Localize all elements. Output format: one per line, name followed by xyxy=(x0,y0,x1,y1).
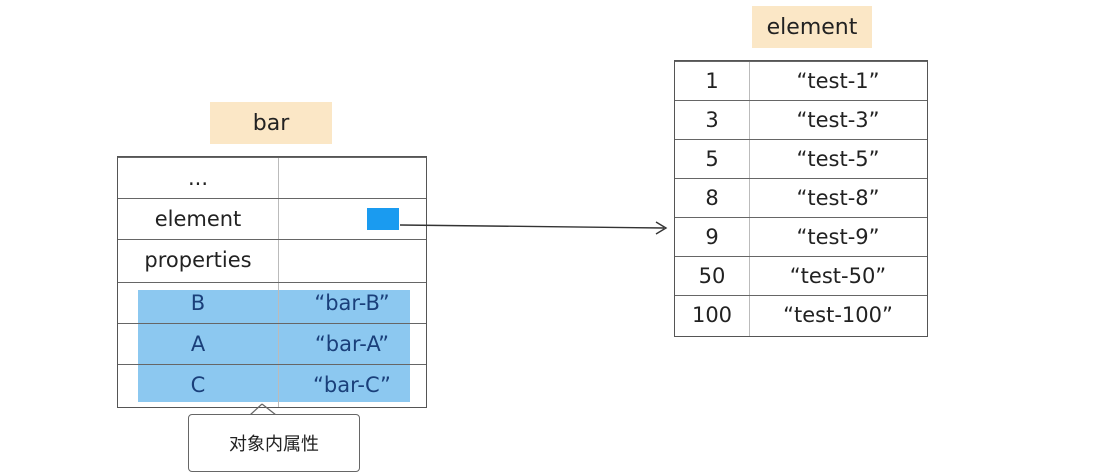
element-row-value: “test-5” xyxy=(796,147,880,171)
element-row: 5 “test-5” xyxy=(675,139,927,178)
element-row: 100 “test-100” xyxy=(675,295,927,334)
element-row-key: 3 xyxy=(705,108,719,132)
element-pointer-arrow-line xyxy=(399,224,665,229)
column-divider xyxy=(749,61,750,336)
bar-row-key: B xyxy=(190,291,206,315)
bar-row-value: “bar-A” xyxy=(314,332,390,356)
bar-row-value: “bar-C” xyxy=(313,373,391,397)
bar-row-key: element xyxy=(154,207,242,231)
element-row-key: 8 xyxy=(705,186,719,210)
arrowhead-icon xyxy=(655,221,668,235)
element-row: 9 “test-9” xyxy=(675,217,927,256)
bar-row-key: C xyxy=(190,373,206,397)
element-store-table: 1 “test-1” 3 “test-3” 5 “test-5” 8 “test… xyxy=(674,60,928,337)
bar-label-text: bar xyxy=(252,110,290,136)
element-row-value: “test-8” xyxy=(796,186,880,210)
element-row: 8 “test-8” xyxy=(675,178,927,217)
element-row: 50 “test-50” xyxy=(675,256,927,295)
bar-row-A: A “bar-A” xyxy=(118,323,426,364)
bar-row-key: ... xyxy=(187,166,209,190)
element-row-value: “test-100” xyxy=(783,303,893,327)
in-object-properties-callout: 对象内属性 xyxy=(188,414,360,472)
element-row-key: 50 xyxy=(698,264,726,288)
element-row-key: 1 xyxy=(705,69,719,93)
bar-row-ellipsis: ... xyxy=(118,157,426,198)
bar-row-key: properties xyxy=(144,248,252,272)
element-row-key: 100 xyxy=(691,303,733,327)
bar-row-C: C “bar-C” xyxy=(118,364,426,405)
element-row-value: “test-9” xyxy=(796,225,880,249)
callout-text: 对象内属性 xyxy=(229,434,319,455)
element-row-value: “test-1” xyxy=(796,69,880,93)
element-label-text: element xyxy=(766,14,858,40)
bar-row-value: “bar-B” xyxy=(314,291,390,315)
element-store-label: element xyxy=(752,6,872,48)
bar-row-element: element xyxy=(118,198,426,239)
in-object-properties-highlight xyxy=(138,290,410,402)
bar-row-key: A xyxy=(190,332,206,356)
element-row-value: “test-3” xyxy=(796,108,880,132)
bar-row-B: B “bar-B” xyxy=(118,282,426,323)
bar-object-table: ... element properties B “bar-B” A “bar-… xyxy=(117,156,427,408)
element-row-key: 5 xyxy=(705,147,719,171)
bar-row-properties: properties xyxy=(118,239,426,280)
bar-object-label: bar xyxy=(210,102,332,144)
element-row: 1 “test-1” xyxy=(675,61,927,100)
element-row: 3 “test-3” xyxy=(675,100,927,139)
element-pointer-square xyxy=(367,208,399,230)
element-row-value: “test-50” xyxy=(789,264,887,288)
element-row-key: 9 xyxy=(705,225,719,249)
